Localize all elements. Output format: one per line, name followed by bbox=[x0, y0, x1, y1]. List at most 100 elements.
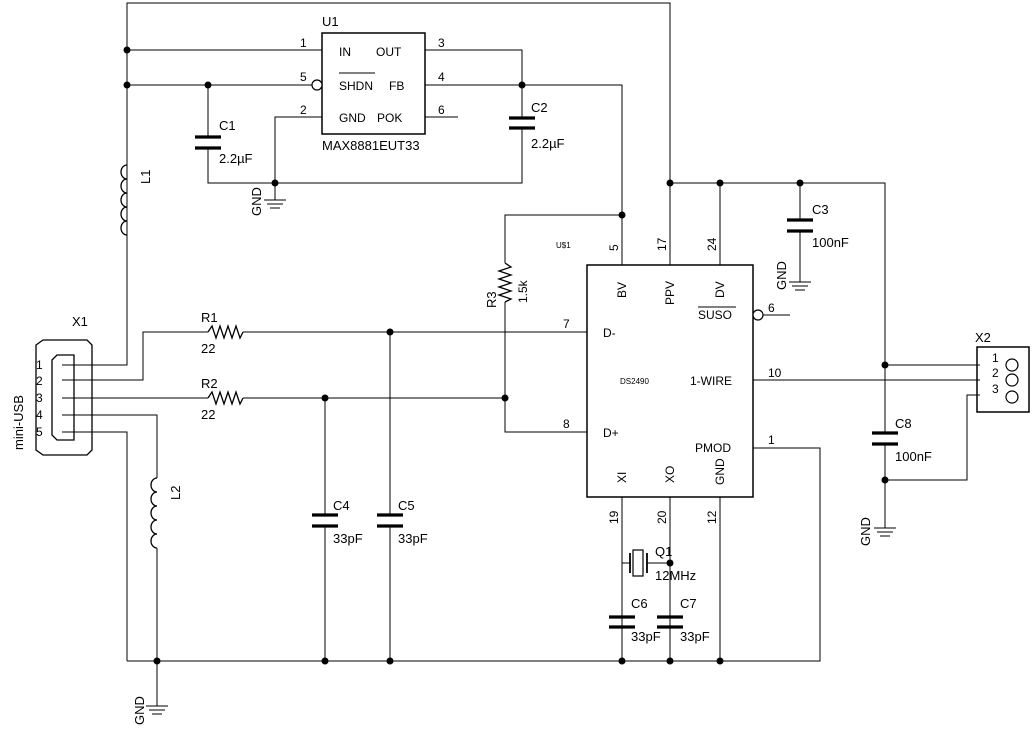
c5-capacitor: C5 33pF bbox=[377, 498, 428, 546]
u1-regulator: U1 MAX8881EUT33 IN OUT SHDN FB GND POK 1… bbox=[300, 14, 445, 153]
u1-pin-shdn-number: 5 bbox=[300, 70, 307, 84]
u2-pin-dv-label: DV bbox=[713, 281, 727, 298]
x1-pin5-label: 5 bbox=[36, 425, 43, 439]
u2-pin-xo-number: 20 bbox=[655, 510, 669, 524]
r2-value: 22 bbox=[201, 407, 215, 422]
x2-pin2-pad bbox=[1005, 373, 1019, 387]
c3-capacitor: C3 100nF bbox=[787, 202, 849, 250]
resistors: R1 22 R2 22 R3 1.5k bbox=[201, 262, 530, 422]
u2-pin-gnd-number: 12 bbox=[705, 510, 719, 524]
q1-value: 12MHz bbox=[655, 568, 696, 583]
mini-usb-inner bbox=[51, 354, 75, 441]
wires bbox=[92, 2, 980, 706]
u2-pin-dv-number: 24 bbox=[705, 237, 719, 251]
u1-pin-gnd-label: GND bbox=[339, 111, 366, 125]
c1-ref: C1 bbox=[219, 118, 236, 133]
u1-pin-pok-number: 6 bbox=[438, 103, 445, 117]
u1-pin-out-number: 3 bbox=[438, 36, 445, 50]
u2-pin-pmod-number: 1 bbox=[768, 433, 775, 447]
u2-pin-suso-label: SUSO bbox=[698, 308, 732, 322]
c7-ref: C7 bbox=[680, 596, 697, 611]
shdn-inverter-bubble bbox=[311, 79, 323, 91]
c6-value: 33pF bbox=[631, 629, 661, 644]
c8-value: 100nF bbox=[895, 449, 932, 464]
c8-capacitor: C8 100nF bbox=[872, 416, 932, 464]
x1-pin3-label: 3 bbox=[36, 391, 43, 405]
r3-value: 1.5k bbox=[516, 279, 530, 303]
gnd-label-u1: GND bbox=[249, 187, 264, 216]
c2-value: 2.2µF bbox=[531, 136, 565, 151]
q1-crystal: Q1 12MHz bbox=[629, 544, 696, 583]
u2-ds2490: U$1 DS2490 D- D+ 1-WIRE SUSO PMOD BV PPV… bbox=[556, 237, 782, 524]
u2-pin-xo-label: XO bbox=[663, 466, 677, 483]
r1-value: 22 bbox=[201, 341, 215, 356]
u1-pin-fb-label: FB bbox=[389, 79, 404, 93]
u1-pin-shdn-label: SHDN bbox=[339, 79, 373, 93]
ground-symbols: GND GND GND GND bbox=[132, 183, 896, 725]
gnd-label-c8: GND bbox=[858, 517, 873, 546]
c4-capacitor: C4 33pF bbox=[312, 498, 363, 546]
u2-pin-xi-label: XI bbox=[615, 472, 629, 483]
u2-pin-bv-label: BV bbox=[615, 282, 629, 298]
x2-pin3-label: 3 bbox=[992, 382, 999, 396]
x2-pin1-pad bbox=[1005, 358, 1019, 372]
x2-pin1-label: 1 bbox=[992, 351, 999, 365]
u1-pin-in-label: IN bbox=[339, 45, 351, 59]
u2-pin-onewire-label: 1-WIRE bbox=[690, 374, 732, 388]
c6-capacitor: C6 33pF bbox=[609, 596, 661, 644]
gnd-label-main: GND bbox=[132, 696, 147, 725]
u2-pin-onewire-number: 10 bbox=[768, 366, 782, 380]
l2-ref: L2 bbox=[168, 486, 183, 500]
gnd-label-c3: GND bbox=[774, 261, 789, 290]
junctions bbox=[123, 46, 889, 665]
c2-ref: C2 bbox=[531, 100, 548, 115]
c7-capacitor: C7 33pF bbox=[657, 596, 710, 644]
x1-pin2-label: 2 bbox=[36, 374, 43, 388]
c3-value: 100nF bbox=[812, 235, 849, 250]
capacitors: C1 2.2µF C2 2.2µF C3 100nF C4 33pF C5 33… bbox=[195, 100, 932, 644]
u2-pin-dminus-number: 7 bbox=[563, 317, 570, 331]
u1-pin-fb-number: 4 bbox=[438, 70, 445, 84]
x2-pin2-label: 2 bbox=[992, 366, 999, 380]
u2-pin-suso-number: 6 bbox=[768, 301, 775, 315]
u2-pin-xi-number: 19 bbox=[607, 510, 621, 524]
gnd-symbol-c3: GND bbox=[774, 261, 811, 291]
u1-pin-pok-label: POK bbox=[377, 111, 402, 125]
gnd-symbol-main: GND bbox=[132, 696, 168, 725]
gnd-symbol-c8: GND bbox=[858, 517, 896, 546]
x1-part: mini-USB bbox=[11, 395, 26, 450]
u2-pin-bv-number: 5 bbox=[607, 244, 621, 251]
c2-capacitor: C2 2.2µF bbox=[509, 100, 565, 151]
r2-ref: R2 bbox=[201, 376, 218, 391]
u1-pin-in-number: 1 bbox=[300, 36, 307, 50]
u2-pin-dplus-label: D+ bbox=[603, 426, 619, 440]
c4-value: 33pF bbox=[333, 531, 363, 546]
c6-ref: C6 bbox=[631, 596, 648, 611]
l1-inductor: L1 bbox=[120, 85, 153, 236]
suso-inverter-bubble bbox=[752, 309, 764, 321]
x2-header: X2 1 2 3 bbox=[975, 330, 1030, 413]
l1-ref: L1 bbox=[138, 170, 153, 184]
x1-mini-usb: X1 mini-USB 1 2 3 4 5 bbox=[11, 314, 93, 456]
mini-usb-outline bbox=[35, 339, 93, 456]
c5-value: 33pF bbox=[398, 531, 428, 546]
c1-value: 2.2µF bbox=[219, 151, 253, 166]
u1-ref: U1 bbox=[322, 14, 339, 29]
x2-ref: X2 bbox=[975, 330, 991, 345]
u1-pin-out-label: OUT bbox=[376, 45, 402, 59]
q1-ref: Q1 bbox=[655, 544, 672, 559]
u2-part: DS2490 bbox=[620, 377, 649, 386]
r1-resistor: R1 22 bbox=[201, 310, 244, 356]
c5-ref: C5 bbox=[398, 498, 415, 513]
u2-pin-ppv-label: PPV bbox=[663, 281, 677, 305]
u2-pin-dminus-label: D- bbox=[603, 326, 616, 340]
c3-ref: C3 bbox=[812, 202, 829, 217]
u2-pin-pmod-label: PMOD bbox=[695, 441, 731, 455]
x1-pin1-label: 1 bbox=[36, 358, 43, 372]
c4-ref: C4 bbox=[333, 498, 350, 513]
u1-pin-gnd-number: 2 bbox=[300, 103, 307, 117]
u2-ref: U$1 bbox=[556, 241, 571, 250]
u2-pin-dplus-number: 8 bbox=[563, 417, 570, 431]
x1-pin4-label: 4 bbox=[36, 408, 43, 422]
